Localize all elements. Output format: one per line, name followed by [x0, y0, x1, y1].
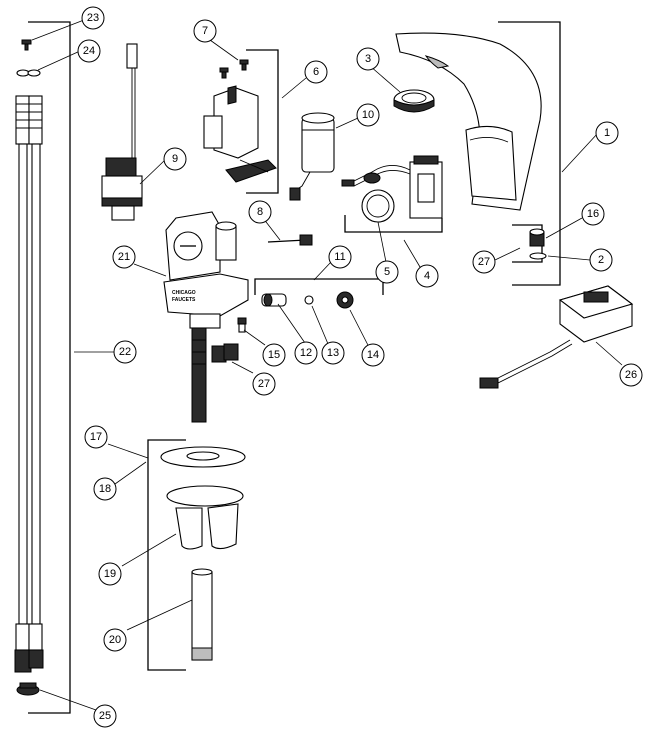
callout-8: 8 [248, 200, 272, 224]
part-25-clip [16, 682, 40, 696]
svg-text:5: 5 [384, 266, 390, 278]
svg-text:27: 27 [478, 256, 490, 268]
part-9-solenoid-valve [101, 43, 143, 221]
svg-text:26: 26 [625, 369, 637, 381]
callout-19: 19 [98, 562, 122, 586]
callout-11: 11 [328, 245, 352, 269]
callout-17: 17 [84, 425, 108, 449]
callout-5: 5 [375, 260, 399, 284]
part-3-aerator [393, 89, 435, 113]
bracket-supply-hoses [28, 21, 71, 714]
svg-text:19: 19 [104, 568, 116, 580]
part-27-filters-lower [211, 343, 239, 363]
svg-text:24: 24 [83, 45, 95, 57]
callout-27-upper: 27 [472, 250, 496, 274]
part-23-screw [21, 39, 32, 51]
svg-text:6: 6 [313, 66, 319, 78]
callout-21: 21 [112, 245, 136, 269]
callout-10: 10 [356, 103, 380, 127]
part-8-pin [267, 234, 313, 246]
part-4-sensor-module [341, 155, 443, 219]
part-13-washer [304, 295, 314, 305]
part-22-supply-hoses [14, 95, 44, 673]
callout-15: 15 [262, 343, 286, 367]
part-1-spout [395, 32, 542, 211]
part-24-washers [16, 69, 41, 77]
svg-text:22: 22 [119, 346, 131, 358]
callout-14: 14 [361, 343, 385, 367]
svg-text:2: 2 [598, 254, 604, 266]
callout-3: 3 [356, 47, 380, 71]
callout-12: 12 [294, 341, 318, 365]
bracket-spout [498, 21, 561, 286]
callout-13: 13 [321, 341, 345, 365]
part-7-screws [219, 59, 249, 79]
part-20-shank [191, 568, 213, 661]
svg-text:1: 1 [604, 127, 610, 139]
svg-text:25: 25 [99, 710, 111, 722]
part-26-transformer [479, 285, 634, 389]
part-19-mounting-bracket [166, 485, 244, 550]
callout-23: 23 [81, 6, 105, 30]
callout-20: 20 [103, 628, 127, 652]
svg-text:23: 23 [87, 12, 99, 24]
svg-text:12: 12 [300, 347, 312, 359]
svg-text:11: 11 [334, 251, 345, 263]
svg-text:16: 16 [587, 208, 599, 220]
callout-25: 25 [93, 704, 117, 728]
part-10-battery-pack [289, 112, 335, 201]
svg-text:15: 15 [268, 349, 280, 361]
callout-2: 2 [589, 248, 613, 272]
part-2-o-ring [529, 252, 547, 260]
svg-text:8: 8 [257, 206, 263, 218]
part-16-filter [529, 228, 545, 247]
callout-26: 26 [619, 363, 643, 387]
svg-text:7: 7 [202, 25, 208, 37]
callout-27-lower: 27 [252, 372, 276, 396]
mixer-mark-line1: CHICAGO [172, 290, 196, 296]
bracket-mounting-kit [147, 439, 186, 671]
svg-text:17: 17 [90, 431, 102, 443]
callout-9: 9 [163, 147, 187, 171]
callout-1: 1 [595, 121, 619, 145]
svg-text:3: 3 [365, 53, 371, 65]
svg-text:18: 18 [99, 483, 111, 495]
part-18-gasket-plate [160, 446, 246, 468]
callout-7: 7 [193, 19, 217, 43]
part-12-bushing [261, 293, 287, 307]
bracket-valve-bracket [246, 49, 279, 194]
bracket-sensor-assembly [344, 215, 443, 233]
callout-22: 22 [113, 340, 137, 364]
svg-text:20: 20 [109, 634, 121, 646]
svg-text:27: 27 [258, 378, 270, 390]
leader-lines [31, 19, 623, 711]
part-5-lens [361, 189, 395, 223]
svg-text:21: 21 [118, 251, 130, 263]
svg-text:9: 9 [172, 153, 178, 165]
part-14-check-valve [336, 291, 354, 309]
part-6-mounting-bracket [203, 85, 277, 183]
part-15-screw [237, 317, 247, 333]
svg-text:13: 13 [327, 347, 339, 359]
callout-4: 4 [415, 264, 439, 288]
mixer-mark-line2: FAUCETS [172, 297, 196, 303]
callout-6: 6 [304, 60, 328, 84]
svg-text:14: 14 [367, 349, 379, 361]
svg-text:4: 4 [424, 270, 430, 282]
part-21-mixing-body: CHICAGO FAUCETS [163, 211, 249, 423]
bracket-check-valve [254, 278, 384, 295]
callout-16: 16 [581, 202, 605, 226]
callout-24: 24 [77, 39, 101, 63]
svg-text:10: 10 [362, 109, 374, 121]
callout-18: 18 [93, 477, 117, 501]
